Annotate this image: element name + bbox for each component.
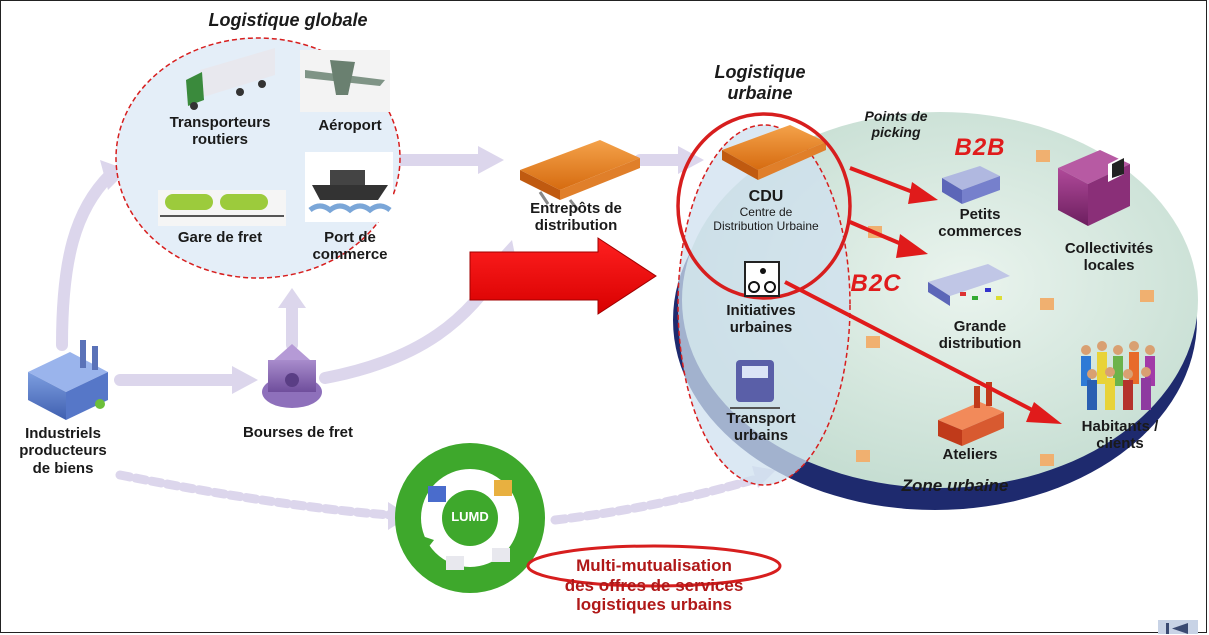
b2b-b2c-arrows xyxy=(784,166,1062,424)
workshop-icon xyxy=(938,382,1004,446)
b2c-label: B2C xyxy=(850,270,902,297)
freight-station-label: Gare de fret xyxy=(177,229,263,246)
flow-arrowhead-global xyxy=(478,146,504,174)
people-icon xyxy=(1081,341,1155,410)
supermarket-icon xyxy=(928,264,1010,306)
warehouses-label: Entrepôts de distribution xyxy=(530,200,622,235)
cdu-highlight-circle xyxy=(676,112,852,300)
tram-icon xyxy=(730,360,780,409)
flow-arrowhead-bourses-up xyxy=(278,288,306,308)
picking-point-icons xyxy=(856,150,1154,466)
slide-nav-icon[interactable] xyxy=(1158,620,1198,634)
local-authorities-label: Collectivités locales xyxy=(1064,240,1154,275)
truck-icon xyxy=(186,48,275,110)
dashed-arrow-lumd-zone xyxy=(550,473,765,525)
industrial-producers-label: Industriels producteurs de biens xyxy=(19,425,107,477)
warehouse-icon xyxy=(520,140,640,211)
lumd-cycle-icon xyxy=(395,443,545,593)
urban-transport-label: Transport urbains xyxy=(726,410,796,445)
flow-arrowhead-bourses xyxy=(232,366,258,394)
urban-logistics-oval xyxy=(677,124,851,486)
multi-mutualisation-label: Multi-mutualisation des offres de servic… xyxy=(564,556,744,615)
residents-clients-label: Habitants / clients xyxy=(1081,418,1159,453)
factory-icon xyxy=(28,340,108,420)
airport-label: Aéroport xyxy=(318,117,382,134)
freight-exchanges-label: Bourses de fret xyxy=(242,424,354,441)
municipal-building-icon xyxy=(1058,150,1130,226)
commercial-port-label: Port de commerce xyxy=(312,229,388,264)
multi-mutualisation-highlight xyxy=(526,544,782,588)
picking-points-label: Points de picking xyxy=(864,108,928,141)
cdu-label: CDU xyxy=(748,188,784,205)
small-shop-icon xyxy=(942,166,1000,204)
main-red-arrow xyxy=(469,237,657,315)
ship-icon xyxy=(305,152,393,222)
bicycle-icon xyxy=(744,261,780,297)
freight-train-icon xyxy=(158,190,286,226)
urban-logistics-title: Logistique urbaine xyxy=(714,62,806,103)
dashed-arrow-industriels-lumd xyxy=(115,470,395,520)
b2b-label: B2B xyxy=(954,134,1006,161)
workshops-label: Ateliers xyxy=(942,446,998,463)
urban-zone-label: Zone urbaine xyxy=(901,476,1009,495)
mass-retail-label: Grande distribution xyxy=(938,318,1022,353)
urban-initiatives-label: Initiatives urbaines xyxy=(726,302,796,337)
lumd-label: LUMD xyxy=(451,509,489,524)
airplane-icon xyxy=(300,50,390,112)
flow-arrow-industriels-up xyxy=(56,169,116,351)
road-carriers-label: Transporteurs routiers xyxy=(169,114,271,149)
global-logistics-title: Logistique globale xyxy=(208,10,368,30)
small-shops-label: Petits commerces xyxy=(938,206,1022,241)
cdu-full-name: Centre de Distribution Urbaine xyxy=(713,205,819,233)
freight-exchange-icon xyxy=(262,344,322,408)
cdu-warehouse-icon xyxy=(722,125,826,180)
